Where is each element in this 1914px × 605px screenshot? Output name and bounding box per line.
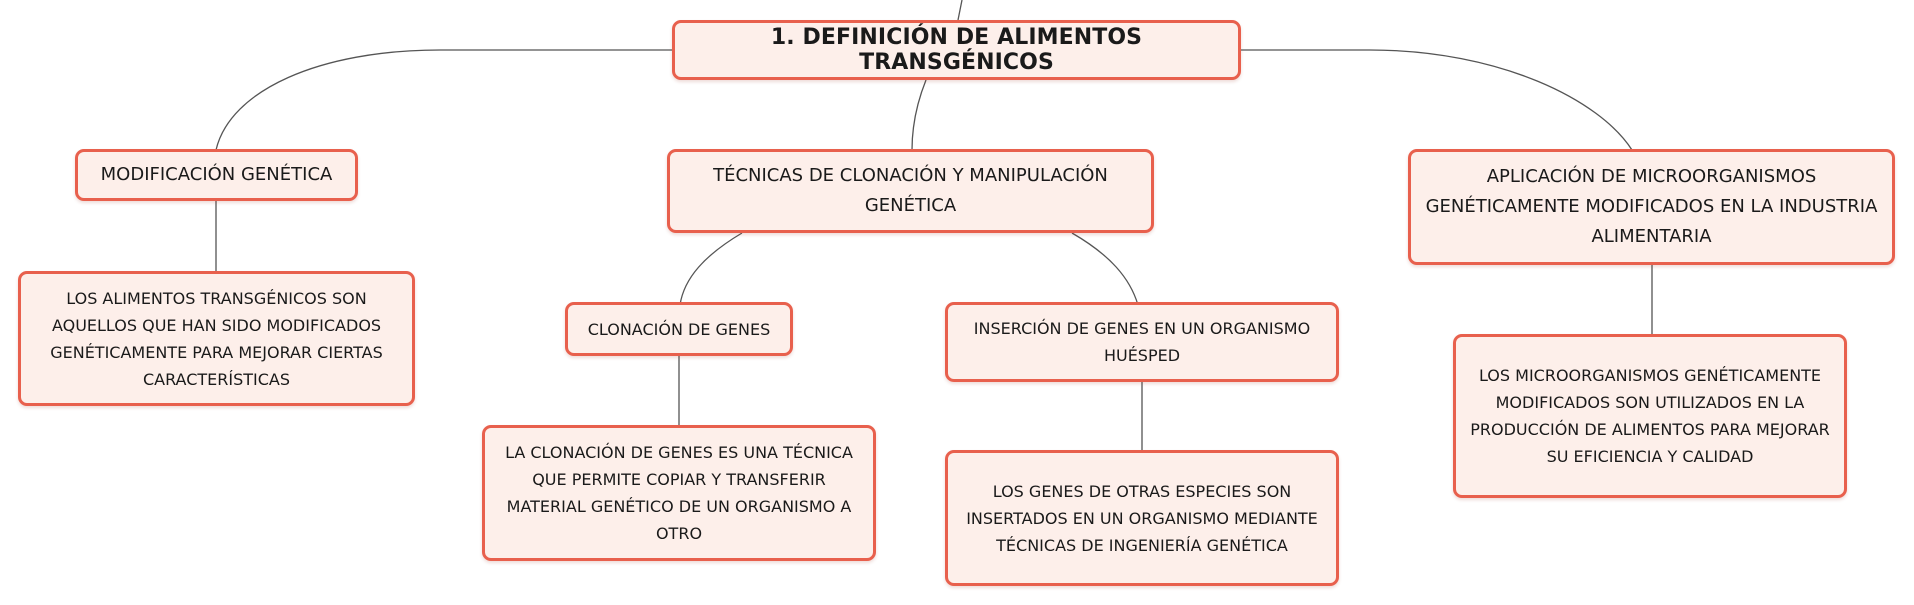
node-label: INSERCIÓN DE GENES EN UN ORGANISMO HUÉSP… — [973, 319, 1311, 365]
node-clonacion-detail[interactable]: LA CLONACIÓN DE GENES ES UNA TÉCNICA QUE… — [482, 425, 876, 561]
node-text: LA CLONACIÓN DE GENES ES UNA TÉCNICA QUE… — [505, 443, 853, 543]
node-label: APLICACIÓN DE MICROORGANISMOS GENÉTICAME… — [1425, 166, 1878, 247]
node-label: CLONACIÓN DE GENES — [587, 319, 771, 339]
connector-tecnicas-insercion — [1071, 232, 1139, 306]
node-modificacion-genetica[interactable]: MODIFICACIÓN GENÉTICA — [75, 149, 358, 201]
node-label: TÉCNICAS DE CLONACIÓN Y MANIPULACIÓN GEN… — [713, 165, 1108, 216]
connector-root-tecnicas — [911, 79, 927, 151]
node-insercion-de-genes[interactable]: INSERCIÓN DE GENES EN UN ORGANISMO HUÉSP… — [945, 302, 1339, 382]
connector-root-modificacion — [215, 49, 673, 151]
node-modificacion-detail[interactable]: LOS ALIMENTOS TRANSGÉNICOS SON AQUELLOS … — [18, 271, 415, 406]
connector-tecnicas-clonacion — [679, 232, 743, 306]
node-aplicacion-detail[interactable]: LOS MICROORGANISMOS GENÉTICAMENTE MODIFI… — [1453, 334, 1847, 498]
node-clonacion-de-genes[interactable]: CLONACIÓN DE GENES — [565, 302, 793, 356]
root-label: 1. DEFINICIÓN DE ALIMENTOS TRANSGÉNICOS — [770, 25, 1143, 75]
node-label: MODIFICACIÓN GENÉTICA — [100, 164, 333, 185]
node-tecnicas-clonacion-manipulacion[interactable]: TÉCNICAS DE CLONACIÓN Y MANIPULACIÓN GEN… — [667, 149, 1154, 233]
connector-root-aplicacion — [1238, 49, 1633, 151]
node-text: LOS ALIMENTOS TRANSGÉNICOS SON AQUELLOS … — [50, 288, 383, 389]
node-text: LOS MICROORGANISMOS GENÉTICAMENTE MODIFI… — [1470, 366, 1830, 466]
node-text: LOS GENES DE OTRAS ESPECIES SON INSERTAD… — [966, 481, 1318, 555]
root-node[interactable]: 1. DEFINICIÓN DE ALIMENTOS TRANSGÉNICOS — [672, 20, 1241, 80]
node-aplicacion-microorganismos[interactable]: APLICACIÓN DE MICROORGANISMOS GENÉTICAME… — [1408, 149, 1895, 265]
connector-to-parent — [957, 0, 963, 21]
node-insercion-detail[interactable]: LOS GENES DE OTRAS ESPECIES SON INSERTAD… — [945, 450, 1339, 586]
